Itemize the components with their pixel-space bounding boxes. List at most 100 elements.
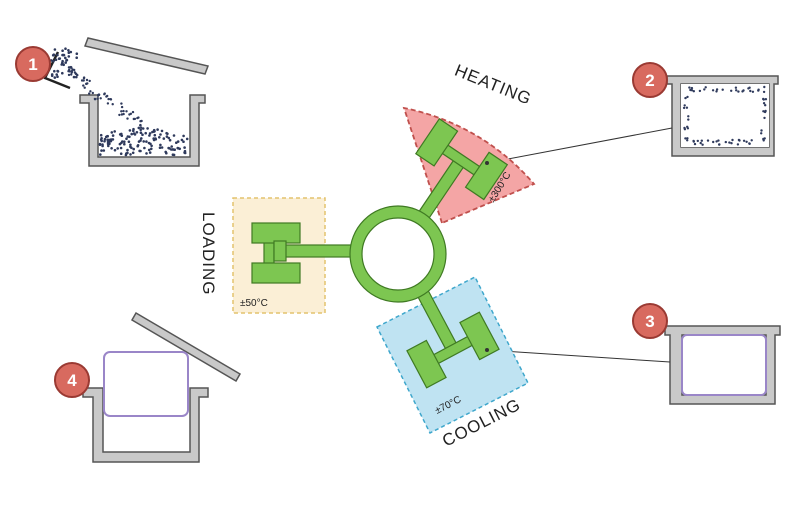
powder-dot bbox=[132, 147, 135, 151]
powder-dot bbox=[160, 146, 164, 149]
powder-dot bbox=[684, 137, 687, 140]
powder-dot bbox=[99, 153, 102, 156]
open-lid-4 bbox=[130, 311, 242, 383]
powder-dot bbox=[99, 97, 102, 100]
powder-dot bbox=[700, 139, 703, 142]
powder-dot bbox=[182, 134, 185, 138]
powder-dot bbox=[168, 138, 172, 142]
step-number-1: 1 bbox=[28, 55, 37, 74]
powder-dot bbox=[736, 143, 740, 146]
powder-dot bbox=[128, 129, 132, 132]
step-badge-4: 4 bbox=[54, 362, 90, 398]
powder-dot bbox=[64, 56, 67, 60]
powder-dot bbox=[748, 142, 751, 145]
powder-dot bbox=[129, 143, 132, 147]
powder-dot bbox=[67, 49, 70, 52]
powder-dot bbox=[164, 150, 167, 154]
powder-dot bbox=[122, 109, 125, 113]
powder-dot bbox=[149, 142, 152, 146]
powder-dot bbox=[123, 140, 126, 143]
powder-dot bbox=[61, 49, 64, 52]
loading-temperature: ±50°C bbox=[240, 298, 268, 309]
powder-dot bbox=[760, 132, 763, 135]
molded-part-3 bbox=[681, 334, 767, 396]
powder-dot bbox=[152, 130, 156, 133]
powder-dot bbox=[686, 139, 689, 142]
carousel-hub-center bbox=[361, 217, 435, 291]
powder-dot bbox=[50, 74, 54, 78]
powder-dot bbox=[159, 143, 162, 147]
powder-dot bbox=[165, 135, 169, 138]
open-lid-1 bbox=[83, 37, 210, 75]
powder-dot bbox=[148, 151, 152, 154]
powder-dot bbox=[67, 51, 71, 54]
powder-dot bbox=[699, 141, 702, 145]
powder-dot bbox=[67, 55, 71, 58]
cooling-mold-right bbox=[459, 311, 500, 361]
heating-arm-dot bbox=[485, 161, 489, 165]
powder-dot bbox=[113, 130, 116, 133]
powder-dot bbox=[119, 152, 123, 155]
heating-mold-left bbox=[414, 118, 459, 167]
powder-dot bbox=[56, 69, 59, 73]
loading-arm-joint bbox=[273, 240, 287, 262]
powder-dot bbox=[110, 131, 114, 134]
powder-dot bbox=[760, 129, 763, 132]
powder-dot bbox=[75, 56, 78, 59]
powder-dot bbox=[183, 146, 186, 149]
powder-dot bbox=[129, 145, 132, 149]
powder-dot bbox=[178, 147, 181, 151]
powder-dot bbox=[120, 102, 123, 105]
powder-dot bbox=[53, 76, 57, 79]
powder-dot bbox=[96, 97, 99, 100]
powder-dot bbox=[143, 146, 146, 150]
powder-dot bbox=[129, 153, 132, 156]
powder-dot bbox=[133, 117, 137, 121]
powder-dot bbox=[110, 147, 113, 150]
powder-dot bbox=[185, 137, 189, 141]
powder-dot bbox=[106, 102, 110, 105]
powder-dot bbox=[55, 73, 58, 76]
powder-dot bbox=[82, 84, 85, 87]
powder-dot bbox=[139, 131, 143, 134]
powder-dot bbox=[88, 79, 91, 83]
step-2-illustration bbox=[666, 75, 779, 157]
powder-dot bbox=[687, 118, 690, 121]
powder-dot bbox=[131, 110, 135, 114]
powder-dot bbox=[745, 140, 748, 143]
powder-dot bbox=[91, 91, 95, 95]
powder-dot bbox=[685, 106, 689, 109]
powder-dot bbox=[737, 90, 740, 93]
powder-dot bbox=[764, 104, 767, 107]
powder-dot bbox=[123, 142, 126, 146]
powder-dot bbox=[158, 136, 161, 139]
powder-dot bbox=[701, 143, 704, 146]
step-3-illustration bbox=[664, 325, 781, 405]
powder-dot bbox=[742, 139, 746, 142]
powder-dot bbox=[105, 95, 108, 98]
powder-dot bbox=[176, 146, 179, 150]
powder-dot bbox=[56, 53, 59, 57]
mold-tray-1 bbox=[79, 94, 206, 167]
powder-dot bbox=[734, 86, 738, 89]
powder-dot bbox=[137, 140, 141, 143]
powder-dot bbox=[690, 86, 694, 90]
powder-dot bbox=[121, 140, 124, 143]
powder-dot bbox=[686, 95, 689, 99]
powder-dot bbox=[73, 71, 77, 74]
powder-dot bbox=[132, 132, 136, 135]
loading-mold-bottom bbox=[251, 262, 301, 284]
mold-tray-4 bbox=[82, 387, 209, 463]
powder-dot bbox=[721, 88, 724, 91]
connector-line-3 bbox=[486, 349, 671, 363]
powder-dot bbox=[176, 140, 180, 143]
powder-dot bbox=[154, 138, 158, 141]
powder-dot bbox=[712, 140, 715, 144]
powder-dot bbox=[103, 140, 106, 143]
powder-dot bbox=[144, 131, 147, 135]
powder-dot bbox=[107, 144, 110, 148]
powder-dot bbox=[715, 88, 719, 91]
powder-dot bbox=[119, 146, 123, 150]
powder-dot bbox=[762, 102, 766, 105]
powder-dot bbox=[109, 98, 113, 101]
